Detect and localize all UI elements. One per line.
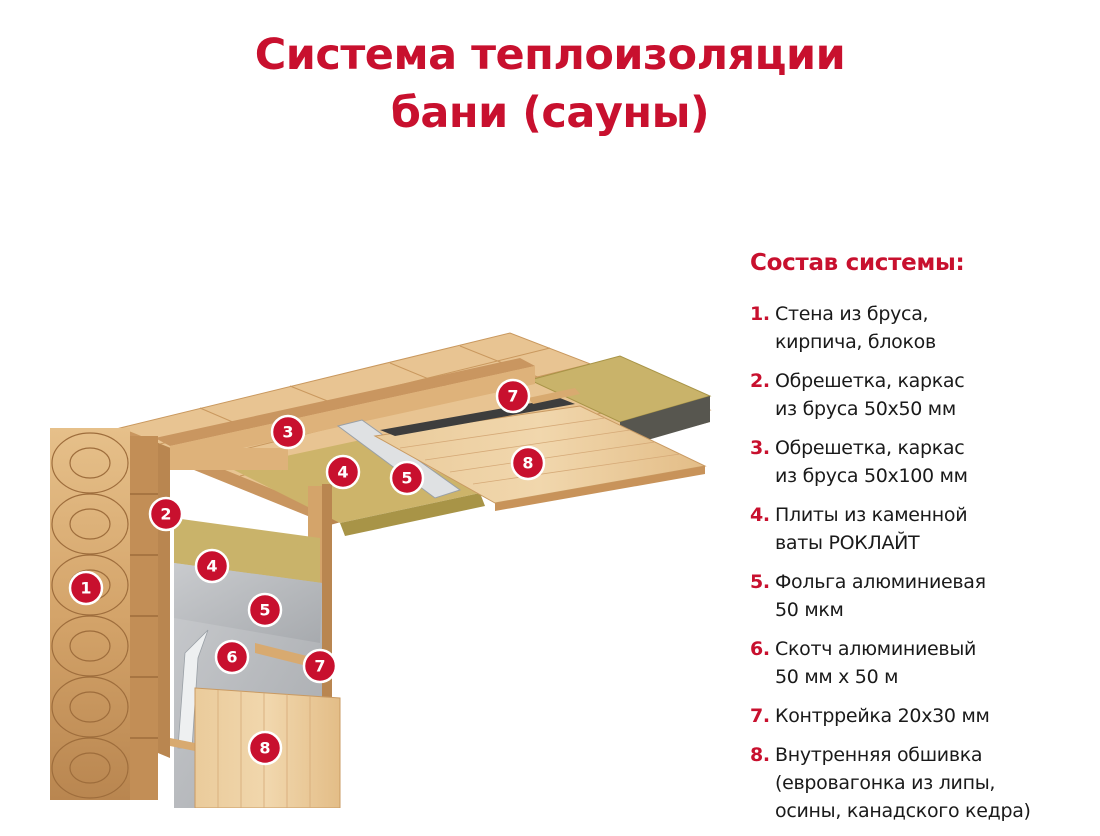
legend-item: 1.Стена из бруса, кирпича, блоков [750, 300, 1090, 356]
svg-text:1: 1 [80, 579, 91, 598]
title-line-1: Система теплоизоляции [254, 30, 846, 80]
legend-item-number: 4. [750, 504, 770, 526]
legend-list: 1.Стена из бруса, кирпича, блоков 2.Обре… [750, 300, 1090, 825]
ceiling-wool [528, 355, 712, 448]
svg-text:6: 6 [226, 648, 237, 667]
marker-7-wall: 7 [302, 648, 338, 684]
svg-text:7: 7 [507, 387, 518, 406]
legend-item-text: Контррейка 20х30 мм [775, 705, 990, 727]
legend-item-text: Внутренняя обшивка (евровагонка из липы,… [775, 744, 1031, 822]
svg-text:4: 4 [337, 463, 348, 482]
svg-text:5: 5 [259, 601, 270, 620]
ceiling-counter-batten [528, 388, 580, 404]
legend-item-number: 7. [750, 705, 770, 727]
marker-5-ceiling: 5 [389, 460, 425, 496]
legend-item: 4.Плиты из каменной ваты РОКЛАЙТ [750, 501, 1090, 557]
legend-item: 2.Обрешетка, каркас из бруса 50х50 мм [750, 367, 1090, 423]
legend-item: 5.Фольга алюминиевая 50 мкм [750, 568, 1090, 624]
svg-text:7: 7 [314, 657, 325, 676]
legend-item-text: Стена из бруса, кирпича, блоков [775, 303, 936, 353]
legend-item: 6.Скотч алюминиевый 50 мм х 50 м [750, 635, 1090, 691]
marker-8-wall: 8 [247, 730, 283, 766]
legend-item-number: 2. [750, 370, 770, 392]
legend-item-number: 3. [750, 437, 770, 459]
marker-4-wall: 4 [194, 548, 230, 584]
title-line-2: бани (сауны) [390, 88, 710, 138]
marker-4-ceiling: 4 [325, 454, 361, 490]
legend-item-text: Фольга алюминиевая 50 мкм [775, 571, 986, 621]
legend-item-text: Обрешетка, каркас из бруса 50х50 мм [775, 370, 965, 420]
legend-item: 3.Обрешетка, каркас из бруса 50х100 мм [750, 434, 1090, 490]
marker-3: 3 [270, 414, 306, 450]
marker-1: 1 [68, 570, 104, 606]
page-title: Система теплоизоляции бани (сауны) [0, 26, 1100, 142]
marker-8: 8 [510, 445, 546, 481]
wall-counter-batten [255, 643, 315, 668]
log-wall [50, 428, 158, 800]
legend-item: 8.Внутренняя обшивка (евровагонка из лип… [750, 741, 1090, 825]
svg-text:4: 4 [206, 557, 217, 576]
marker-7: 7 [495, 378, 531, 414]
svg-text:8: 8 [259, 739, 270, 758]
svg-text:3: 3 [282, 423, 293, 442]
legend-item-number: 5. [750, 571, 770, 593]
legend-item: 7.Контррейка 20х30 мм [750, 702, 1090, 730]
svg-text:5: 5 [401, 469, 412, 488]
legend-item-number: 6. [750, 638, 770, 660]
legend-item-number: 8. [750, 744, 770, 766]
marker-6: 6 [214, 639, 250, 675]
legend-item-text: Скотч алюминиевый 50 мм х 50 м [775, 638, 977, 688]
legend-item-number: 1. [750, 303, 770, 325]
ceiling-joist [155, 358, 535, 464]
svg-text:8: 8 [522, 454, 533, 473]
legend-item-text: Обрешетка, каркас из бруса 50х100 мм [775, 437, 968, 487]
marker-2: 2 [148, 496, 184, 532]
legend-item-text: Плиты из каменной ваты РОКЛАЙТ [775, 504, 968, 554]
marker-5-wall: 5 [247, 592, 283, 628]
legend-heading: Состав системы: [750, 250, 965, 276]
legend: Состав системы: 1.Стена из бруса, кирпич… [750, 250, 1090, 836]
insulation-diagram: 1 2 3 6 7 8 4 5 4 5 7 8 [50, 332, 712, 808]
svg-text:2: 2 [160, 505, 171, 524]
